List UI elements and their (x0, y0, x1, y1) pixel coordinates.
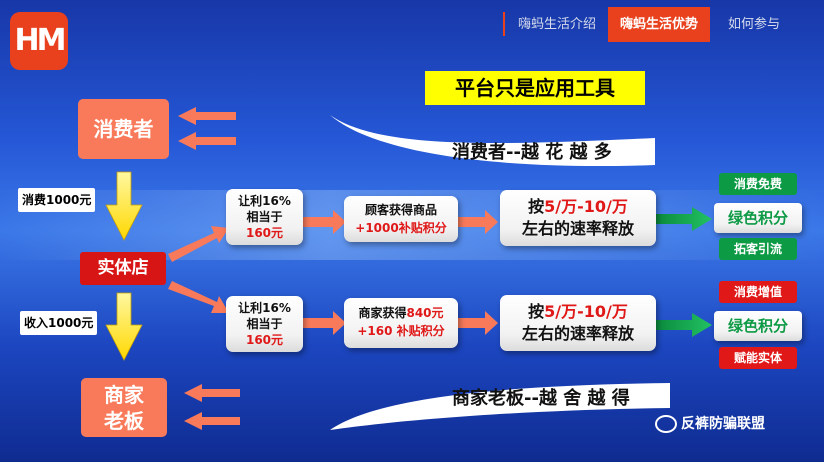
top-profit-line2: 相当于 (246, 210, 283, 224)
nav-item-advantages[interactable]: 嗨蚂生活优势 (608, 7, 711, 42)
watermark-text: 反裤防骗联盟 (681, 416, 765, 432)
nav-item-intro[interactable]: 嗨蚂生活介绍 (518, 17, 597, 32)
bottom-release-box: 按5/万-10/万 左右的速率释放 (500, 295, 656, 351)
arrow-left-1 (178, 107, 236, 125)
arrow-diag-up (168, 226, 229, 262)
bottom-gain-prefix: 商家获得 (358, 306, 407, 320)
bottom-benefit-1: 消费增值 (719, 281, 797, 303)
nav-divider (503, 12, 505, 36)
top-release-prefix: 按 (528, 197, 545, 216)
top-benefit-2: 拓客引流 (719, 238, 797, 260)
nav-item-join[interactable]: 如何参与 (728, 17, 781, 32)
top-release-box: 按5/万-10/万 左右的速率释放 (500, 190, 656, 246)
arrow-bottom-1 (303, 311, 346, 335)
income-tag: 收入1000元 (20, 311, 98, 335)
bottom-green-points: 绿色积分 (714, 311, 802, 341)
top-profit-box: 让利16% 相当于 160元 (226, 189, 303, 245)
spend-tag: 消费1000元 (18, 188, 96, 212)
wechat-icon (655, 415, 677, 433)
consumer-motto: 消费者--越 花 越 多 (452, 142, 612, 163)
arrow-left-2 (178, 132, 236, 150)
bottom-profit-line1: 让利16% (238, 301, 291, 315)
top-release-rate: 5/万-10/万 (544, 197, 628, 216)
arrow-down-2 (105, 292, 143, 361)
slogan-banner: 平台只是应用工具 (425, 71, 645, 105)
bottom-gain-box: 商家获得840元 +160 补贴积分 (344, 298, 458, 348)
swoosh-bottom (330, 383, 670, 430)
arrow-left-4 (184, 412, 240, 430)
top-gain-line2: +1000补贴积分 (355, 221, 447, 235)
arrow-green-top (656, 207, 712, 231)
top-gain-line1: 顾客获得商品 (364, 203, 437, 217)
swoosh-top (330, 115, 655, 167)
arrow-left-3 (184, 384, 240, 402)
bottom-profit-box: 让利16% 相当于 160元 (226, 296, 303, 352)
top-release-line1: 按5/万-10/万 (500, 196, 656, 218)
arrow-bottom-2 (458, 311, 498, 335)
consumer-box: 消费者 (78, 99, 169, 159)
merchant-label-line2: 老板 (104, 409, 144, 433)
bottom-release-rate: 5/万-10/万 (544, 302, 628, 321)
top-green-points: 绿色积分 (714, 203, 802, 233)
bottom-profit-amount: 160元 (245, 333, 284, 347)
arrow-green-bottom (656, 313, 712, 337)
arrow-top-1 (303, 210, 346, 234)
bottom-gain-line1: 商家获得840元 (344, 304, 458, 322)
top-benefit-1: 消费免费 (719, 173, 797, 195)
merchant-motto: 商家老板--越 舍 越 得 (452, 388, 630, 409)
bottom-gain-amount: 840元 (406, 306, 444, 320)
merchant-label-line1: 商家 (104, 383, 144, 407)
merchant-box: 商家 老板 (81, 378, 167, 437)
arrow-top-2 (458, 210, 498, 234)
top-profit-line1: 让利16% (238, 194, 291, 208)
arrow-diag-down (168, 281, 229, 313)
arrow-down-1 (105, 171, 143, 241)
top-release-line2: 左右的速率释放 (521, 219, 634, 238)
watermark: 反裤防骗联盟 (655, 413, 765, 433)
top-profit-amount: 160元 (245, 226, 284, 240)
bottom-release-line2: 左右的速率释放 (521, 324, 634, 343)
top-gain-box: 顾客获得商品 +1000补贴积分 (344, 196, 458, 242)
bottom-gain-line2: +160 补贴积分 (357, 324, 445, 338)
app-logo[interactable]: HM (10, 12, 68, 70)
bottom-profit-line2: 相当于 (246, 317, 283, 331)
bottom-release-prefix: 按 (528, 302, 545, 321)
bottom-benefit-2: 赋能实体 (719, 347, 797, 369)
bottom-release-line1: 按5/万-10/万 (500, 301, 656, 323)
store-box: 实体店 (80, 252, 166, 285)
